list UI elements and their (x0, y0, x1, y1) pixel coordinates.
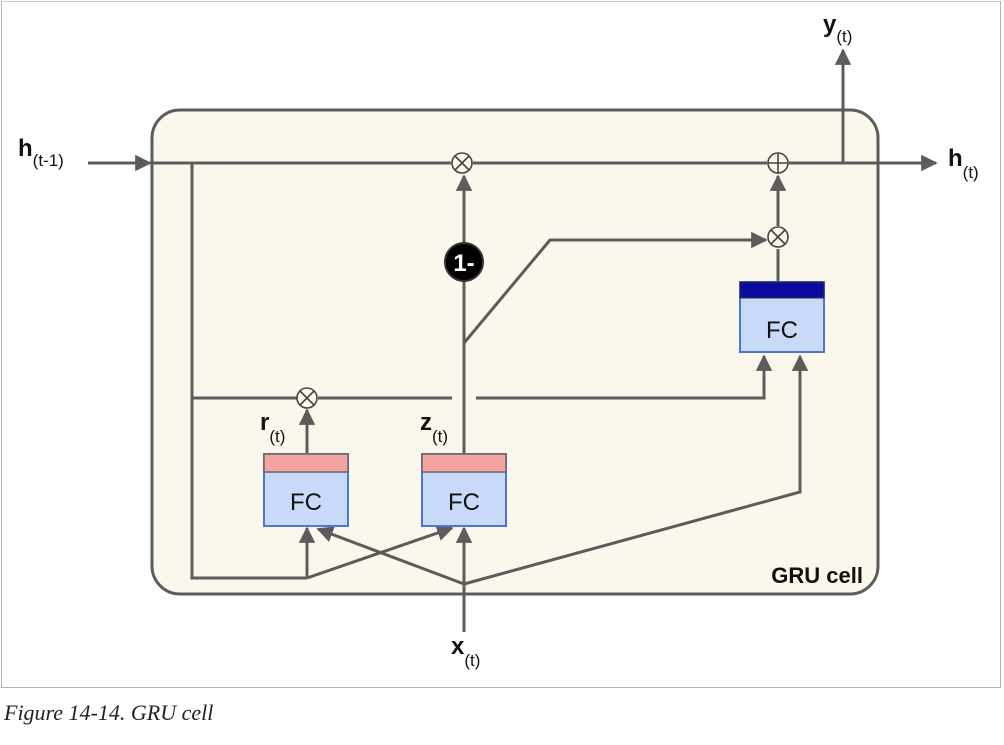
z-fc-label: FC (448, 489, 480, 516)
x-input-label: x(t) (451, 633, 480, 670)
add-op (767, 152, 789, 174)
gru-cell-title: GRU cell (771, 563, 863, 588)
multiply-op-reset (296, 387, 318, 409)
z-gate-label: z(t) (420, 409, 448, 446)
one-minus-label: 1- (453, 250, 474, 277)
one-minus-op: 1- (444, 242, 484, 282)
r-fc-layer: FC (263, 453, 349, 527)
figure-caption: Figure 14-14. GRU cell (4, 700, 214, 725)
r-fc-label: FC (290, 489, 322, 516)
y-output-label: y(t) (823, 11, 852, 46)
multiply-op-right (767, 226, 789, 248)
g-fc-label: FC (766, 317, 798, 344)
x-to-r-fc (316, 526, 465, 586)
multiply-op-main (451, 152, 473, 174)
r-gate-label: r(t) (260, 409, 285, 446)
figure-frame (1, 1, 1001, 688)
r-gate-line-right (476, 354, 773, 400)
x-to-g-fc (463, 354, 809, 586)
h-output-label: h(t) (948, 145, 979, 182)
h-prev-label: h(t-1) (18, 135, 64, 170)
g-fc-layer: FC (739, 281, 825, 353)
h-prev-branch (190, 163, 307, 580)
z-branch (462, 231, 768, 344)
z-fc-layer: FC (421, 453, 507, 527)
